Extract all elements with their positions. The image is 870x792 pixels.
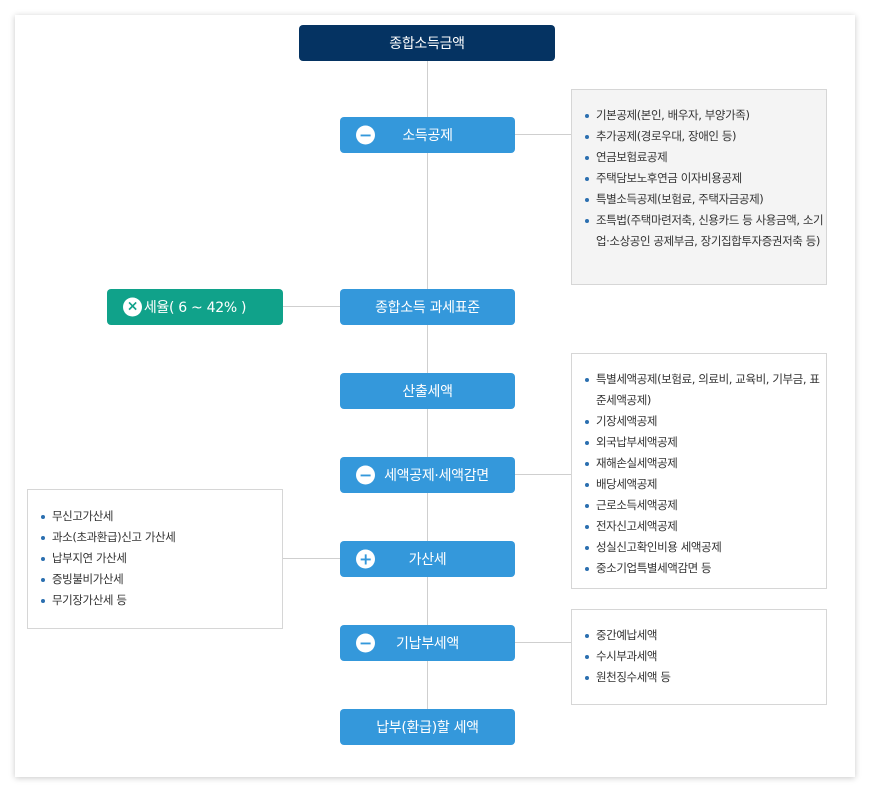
connector-prepaid-tax: [515, 642, 571, 643]
minus-icon: −: [356, 633, 375, 653]
list-item: 성실신고확인비용 세액공제: [572, 537, 826, 558]
list-item: 수시부과세액: [572, 646, 826, 667]
list-item: 재해손실세액공제: [572, 453, 826, 474]
node-tax-rate: × 세율( 6 ~ 42% ): [107, 289, 283, 325]
list-item: 외국납부세액공제: [572, 432, 826, 453]
times-icon: ×: [123, 297, 142, 317]
list-item: 기장세액공제: [572, 411, 826, 432]
list-item: 연금보험료공제: [572, 147, 826, 168]
list-item: 근로소득세액공제: [572, 495, 826, 516]
connector-tax-rate: [283, 306, 340, 307]
node-label: 가산세: [408, 552, 447, 568]
node-computed-tax: 산출세액: [340, 373, 515, 409]
list-item: 주택담보노후연금 이자비용공제: [572, 168, 826, 189]
list-item: 중소기업특별세액감면 등: [572, 558, 826, 579]
minus-icon: −: [356, 465, 375, 485]
node-additional-tax: + 가산세: [340, 541, 515, 577]
list-item: 추가공제(경로우대, 장애인 등): [572, 126, 826, 147]
node-prepaid-tax: − 기납부세액: [340, 625, 515, 661]
income-deduction-list-box: 기본공제(본인, 배우자, 부양가족)추가공제(경로우대, 장애인 등)연금보험…: [571, 89, 827, 285]
node-label: 세율( 6 ~ 42% ): [143, 300, 247, 316]
node-label: 소득공제: [402, 128, 453, 144]
node-label: 종합소득금액: [389, 36, 465, 52]
node-label: 납부(환급)할 세액: [376, 720, 479, 736]
list-item: 납부지연 가산세: [28, 548, 282, 569]
node-total-income: 종합소득금액: [299, 25, 555, 61]
list-item: 증빙불비가산세: [28, 569, 282, 590]
node-label: 기납부세액: [396, 636, 459, 652]
list-item: 원천징수세액 등: [572, 667, 826, 688]
connector-additional-tax: [283, 558, 340, 559]
node-income-deduction: − 소득공제: [340, 117, 515, 153]
list-item: 기본공제(본인, 배우자, 부양가족): [572, 105, 826, 126]
node-payable-tax: 납부(환급)할 세액: [340, 709, 515, 745]
list-item: 무기장가산세 등: [28, 590, 282, 611]
list-item: 과소(초과환급)신고 가산세: [28, 527, 282, 548]
node-label: 종합소득 과세표준: [375, 300, 480, 316]
list-item: 전자신고세액공제: [572, 516, 826, 537]
connector-income-deduction: [515, 134, 571, 135]
list-item: 중간예납세액: [572, 625, 826, 646]
node-tax-credit: − 세액공제·세액감면: [340, 457, 515, 493]
node-tax-base: 종합소득 과세표준: [340, 289, 515, 325]
list-item: 배당세액공제: [572, 474, 826, 495]
list-item: 특별소득공제(보험료, 주택자금공제): [572, 189, 826, 210]
connector-tax-credit: [515, 474, 571, 475]
tax-credit-list-box: 특별세액공제(보험료, 의료비, 교육비, 기부금, 표준세액공제)기장세액공제…: [571, 353, 827, 589]
node-label: 세액공제·세액감면: [384, 468, 489, 484]
list-item: 조특법(주택마련저축, 신용카드 등 사용금액, 소기업·소상공인 공제부금, …: [572, 210, 826, 252]
list-item: 무신고가산세: [28, 506, 282, 527]
minus-icon: −: [356, 125, 375, 145]
node-label: 산출세액: [402, 384, 453, 400]
list-item: 특별세액공제(보험료, 의료비, 교육비, 기부금, 표준세액공제): [572, 369, 826, 411]
plus-icon: +: [356, 549, 375, 569]
